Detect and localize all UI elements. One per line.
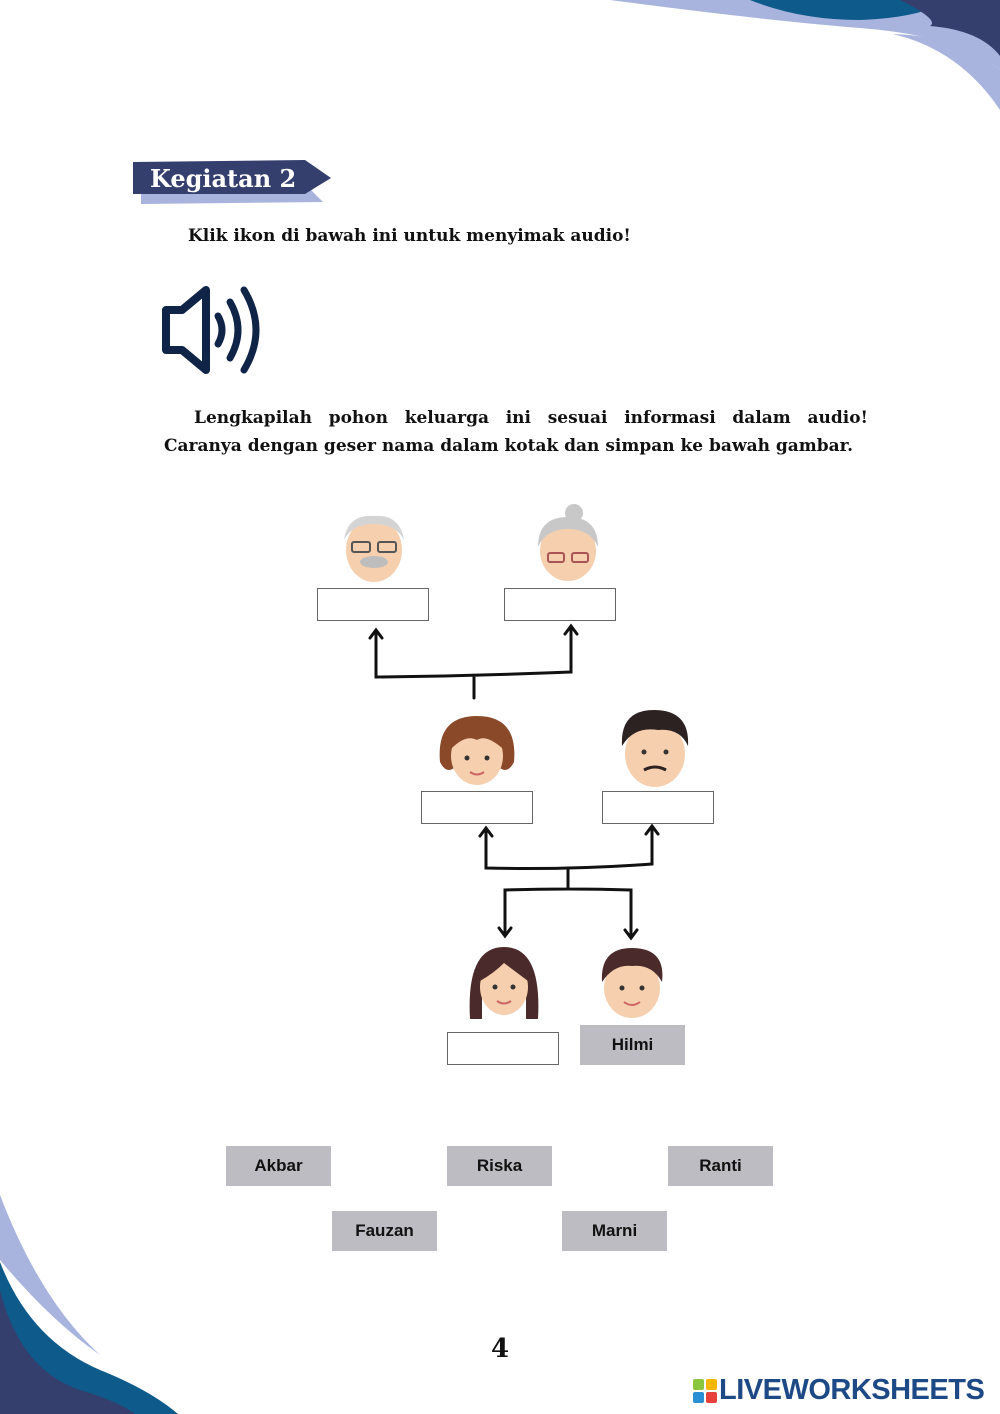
name-chip-riska[interactable]: Riska	[447, 1146, 552, 1186]
father-face-icon	[621, 710, 689, 787]
drop-slot-grandfather[interactable]	[317, 588, 429, 621]
name-chip-ranti[interactable]: Ranti	[668, 1146, 773, 1186]
drop-slot-grandmother[interactable]	[504, 588, 616, 621]
daughter-face-icon	[469, 947, 539, 1019]
placed-name-son[interactable]: Hilmi	[580, 1025, 685, 1065]
drop-slot-daughter[interactable]	[447, 1032, 559, 1065]
page-number: 4	[490, 1334, 510, 1364]
grandfather-face-icon	[344, 515, 404, 582]
name-chip-akbar[interactable]: Akbar	[226, 1146, 331, 1186]
speaker-audio-icon[interactable]	[160, 284, 268, 376]
drop-slot-father[interactable]	[602, 791, 714, 824]
family-tree-connectors	[368, 623, 660, 941]
activity-banner	[133, 160, 331, 204]
grandmother-face-icon	[538, 504, 598, 581]
son-face-icon	[601, 948, 663, 1018]
task-instruction: Lengkapilah pohon keluarga ini sesuai in…	[164, 408, 868, 456]
mother-face-icon	[439, 716, 515, 785]
name-chip-fauzan[interactable]: Fauzan	[332, 1211, 437, 1251]
name-chip-marni[interactable]: Marni	[562, 1211, 667, 1251]
audio-instruction: Klik ikon di bawah ini untuk menyimak au…	[188, 226, 631, 246]
liveworksheets-logo: LIVEWORKSHEETS	[693, 1374, 985, 1407]
drop-slot-mother[interactable]	[421, 791, 533, 824]
activity-title: Kegiatan 2	[150, 164, 297, 193]
liveworksheets-wordmark: LIVEWORKSHEETS	[719, 1374, 985, 1406]
live-logo-icon	[693, 1378, 717, 1403]
